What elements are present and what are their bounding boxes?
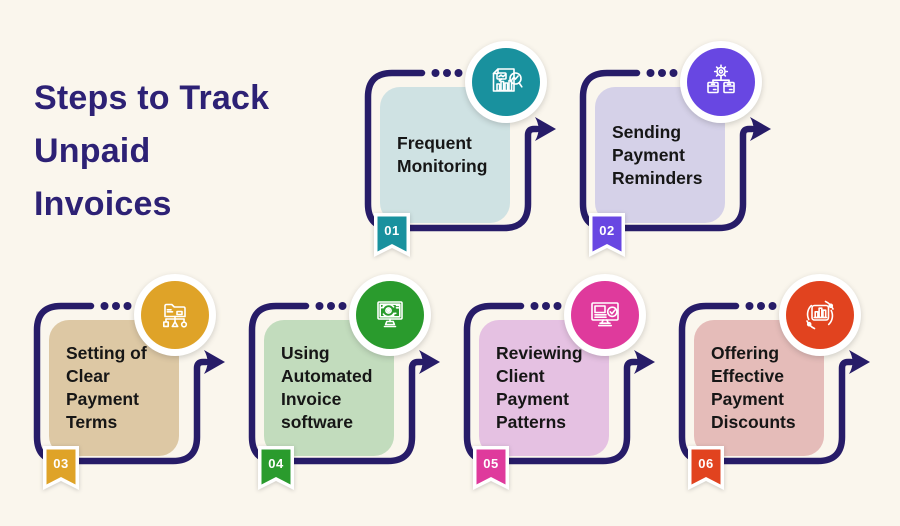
step-title: Setting of Clear Payment Terms [66, 343, 147, 432]
step-icon-badge [134, 274, 216, 356]
automation-monitor-icon [356, 281, 424, 349]
step-number: 03 [53, 456, 68, 471]
gear-boxes-icon [687, 48, 755, 116]
dot-icon [454, 69, 463, 77]
document-chart-magnifier-icon [472, 48, 540, 116]
step-number: 06 [698, 456, 713, 471]
step-title: Using Automated Invoice software [281, 343, 373, 432]
step-card-04: Using Automated Invoice software [248, 274, 449, 501]
step-number-ribbon: 03 [43, 446, 79, 490]
dot-icon [327, 302, 335, 310]
flow-border [678, 302, 870, 465]
step-number-ribbon: 02 [589, 213, 625, 257]
page-title: Steps to Track Unpaid Invoices [34, 79, 270, 223]
step-number-ribbon: 06 [688, 446, 724, 490]
step-number: 02 [599, 223, 614, 238]
monitor-checklist-icon [571, 281, 639, 349]
flow-border [463, 302, 655, 465]
step-title: Frequent Monitoring [397, 133, 488, 176]
step-card-01: Frequent Monitoring 01 [364, 41, 565, 268]
dot-icon [100, 302, 109, 310]
step-card-02: Sending Payment Reminders 02 [579, 41, 780, 268]
step-icon-badge [564, 274, 646, 356]
arrow-right-icon [634, 350, 655, 374]
step-number: 04 [268, 456, 284, 471]
step-title: Offering Effective Payment Discounts [711, 343, 796, 432]
step-icon-badge [349, 274, 431, 356]
flow-border [248, 302, 440, 465]
arrow-right-icon [535, 117, 556, 141]
step-number: 05 [483, 456, 498, 471]
arrow-right-icon [419, 350, 440, 374]
dot-icon [530, 302, 539, 310]
dot-icon [542, 302, 550, 310]
step-icon-badge [779, 274, 861, 356]
step-number-ribbon: 04 [258, 446, 294, 490]
dot-icon [745, 302, 754, 310]
dot-icon [768, 302, 777, 310]
dot-icon [757, 302, 765, 310]
step-number: 01 [384, 223, 399, 238]
folder-hierarchy-icon [141, 281, 209, 349]
dot-icon [443, 69, 451, 77]
step-number-ribbon: 01 [374, 213, 410, 257]
dot-icon [112, 302, 120, 310]
arrow-right-icon [849, 350, 870, 374]
step-number-ribbon: 05 [473, 446, 509, 490]
dot-icon [553, 302, 562, 310]
bar-chart-orbit-icon [786, 281, 854, 349]
step-icon-badge [465, 41, 547, 123]
dot-icon [431, 69, 440, 77]
step-icon-badge [680, 41, 762, 123]
dot-icon [315, 302, 324, 310]
step-card-05: Reviewing Client Payment Patterns 05 [463, 274, 664, 501]
step-card-03: Setting of Clear Payment Terms 03 [33, 274, 234, 501]
flow-border [33, 302, 225, 465]
flow-border [579, 69, 771, 232]
arrow-right-icon [750, 117, 771, 141]
dot-icon [669, 69, 678, 77]
dot-icon [646, 69, 655, 77]
dot-icon [658, 69, 666, 77]
dot-icon [338, 302, 347, 310]
step-title: Sending Payment Reminders [612, 121, 703, 188]
step-card-06: Offering Effective Payment Discounts [678, 274, 879, 501]
flow-border [364, 69, 556, 232]
arrow-right-icon [204, 350, 225, 374]
dot-icon [123, 302, 132, 310]
step-title: Reviewing Client Payment Patterns [496, 343, 583, 432]
